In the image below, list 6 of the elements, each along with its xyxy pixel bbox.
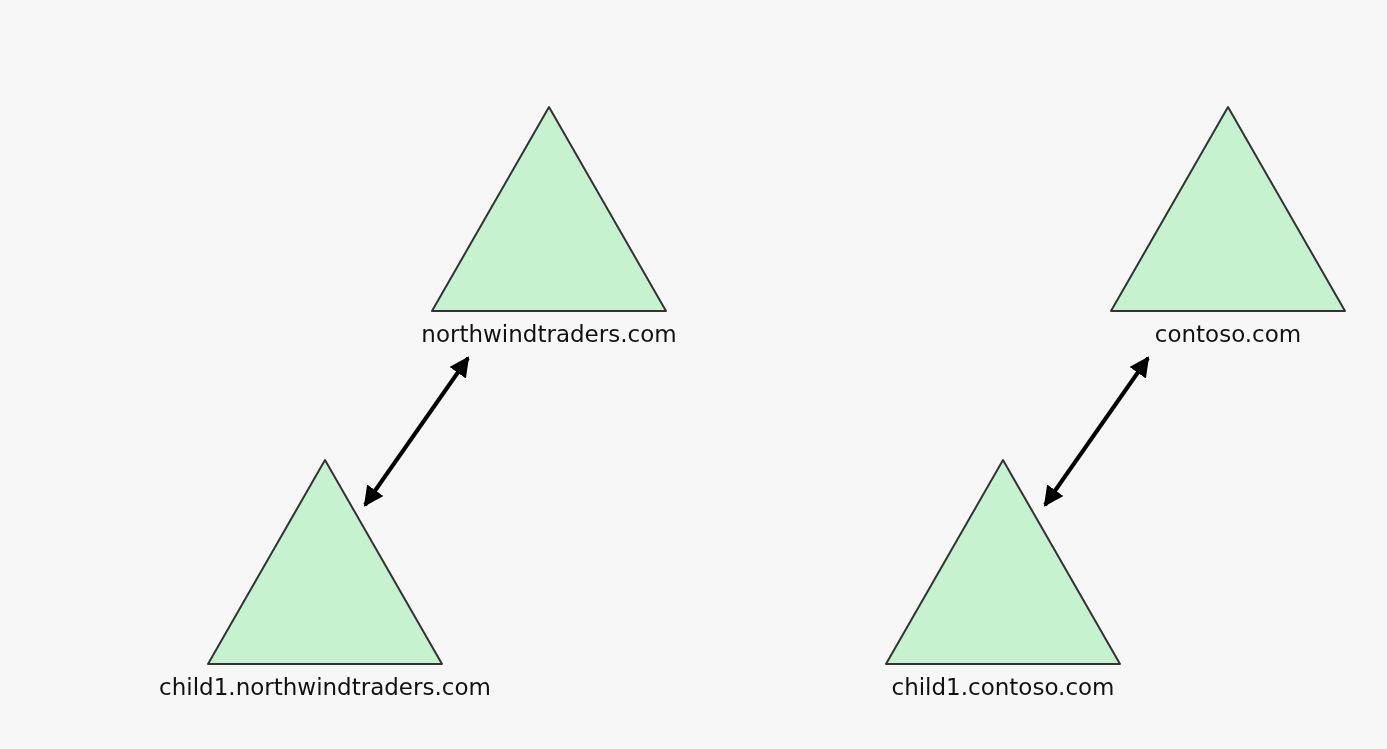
domain-label: contoso.com bbox=[1153, 321, 1303, 347]
double-arrow bbox=[1043, 356, 1150, 507]
domain-label: child1.contoso.com bbox=[890, 674, 1116, 700]
double-arrow bbox=[363, 356, 470, 507]
domain-label: child1.northwindtraders.com bbox=[158, 674, 492, 700]
domain-label: northwindtraders.com bbox=[420, 321, 678, 347]
